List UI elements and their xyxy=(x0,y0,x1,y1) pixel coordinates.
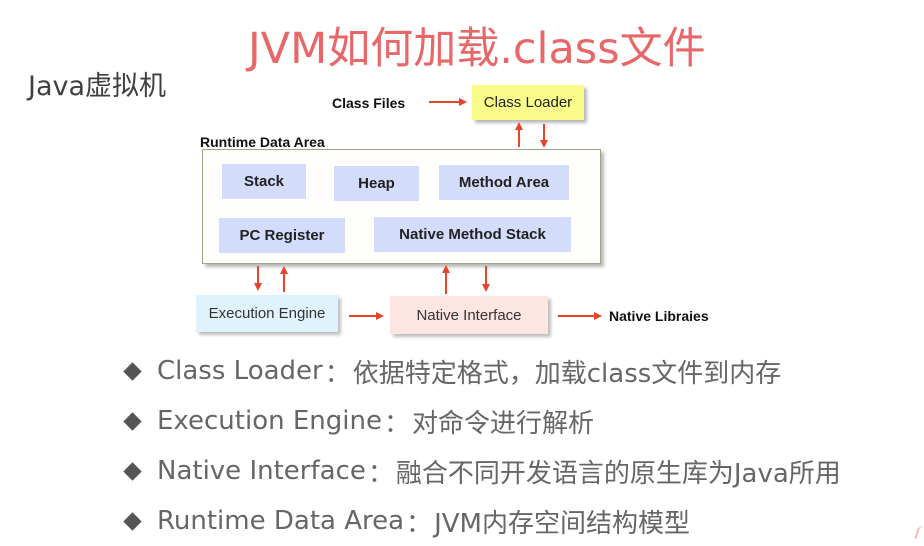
bullet-description: 依据特定格式，加载class文件到内存 xyxy=(352,358,782,389)
diamond-bullet-icon xyxy=(123,461,142,481)
class-loader-box: Class Loader xyxy=(472,85,584,120)
runtime-data-area-label: Runtime Data Area xyxy=(200,134,325,150)
slide-subtitle: Java虚拟机 xyxy=(28,71,167,102)
bullet-item: Native Interface ： 融合不同开发语言的原生库为Java所用 xyxy=(118,446,841,496)
runtime-data-area-box: Stack Heap Method Area PC Register Nativ… xyxy=(202,149,601,264)
native-method-stack-box: Native Method Stack xyxy=(374,217,571,252)
bullet-description: JVM内存空间结构模型 xyxy=(434,508,690,539)
class-files-label: Class Files xyxy=(332,95,406,111)
bullet-item: Execution Engine ： 对命令进行解析 xyxy=(118,396,841,446)
bullet-term: Runtime Data Area xyxy=(157,506,405,536)
diamond-bullet-icon xyxy=(123,361,142,381)
bullet-item: Class Loader ： 依据特定格式，加载class文件到内存 xyxy=(118,346,841,396)
bullet-separator: ： xyxy=(324,358,351,389)
slide-title: JVM如何加载.class文件 xyxy=(248,24,706,74)
bullet-description: 融合不同开发语言的原生库为Java所用 xyxy=(395,458,841,489)
heap-box: Heap xyxy=(334,166,419,201)
bullet-separator: ： xyxy=(383,408,410,439)
bullet-term: Native Interface xyxy=(157,456,366,486)
native-interface-box: Native Interface xyxy=(390,296,548,334)
bullet-item: Runtime Data Area ： JVM内存空间结构模型 xyxy=(118,496,841,546)
bullet-list: Class Loader ： 依据特定格式，加载class文件到内存 Execu… xyxy=(118,346,841,546)
bullet-description: 对命令进行解析 xyxy=(411,408,594,439)
execution-engine-box: Execution Engine xyxy=(196,295,338,332)
method-area-box: Method Area xyxy=(439,165,569,200)
bullet-term: Class Loader xyxy=(157,356,323,386)
diamond-bullet-icon xyxy=(123,411,142,431)
diamond-bullet-icon xyxy=(123,511,142,531)
bullet-separator: ： xyxy=(367,458,394,489)
native-libraries-label: Native Libraies xyxy=(609,308,709,324)
pc-register-box: PC Register xyxy=(219,218,345,253)
corner-decoration xyxy=(914,525,924,541)
bullet-separator: ： xyxy=(406,508,433,539)
stack-box: Stack xyxy=(222,164,306,199)
bullet-term: Execution Engine xyxy=(157,406,382,436)
